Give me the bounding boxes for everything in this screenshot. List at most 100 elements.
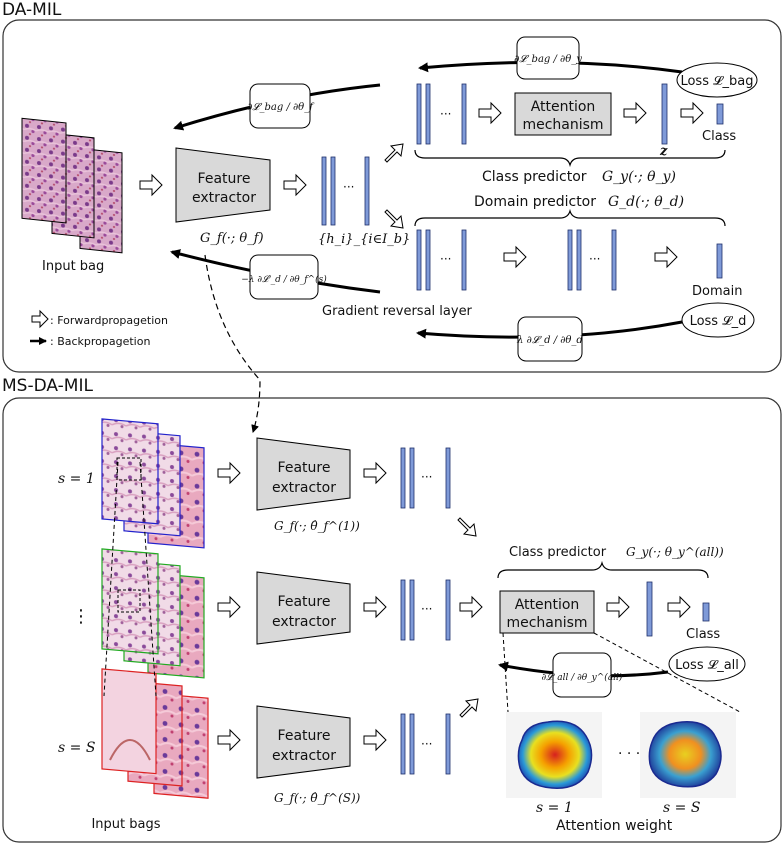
class-output-vector [716,103,724,125]
svg-text:···: ··· [589,252,600,266]
attention-mechanism-bottom: Attention mechanism [499,590,595,634]
forward-arrow-icon [457,517,477,537]
forward-arrow-icon [680,101,704,125]
svg-text:···: ··· [440,252,451,266]
legend-forward-icon [31,309,49,329]
grad-all-box: ∂𝓛_all / ∂θ_y^(all) [542,652,623,698]
attention-label-1: Attention [531,99,596,115]
domain-predictor-fn: G_d(·; θ_d) [608,194,684,210]
class-predictor-label-bottom: Class predictor [509,545,607,560]
input-bag-scale-S [101,668,209,799]
attn-sS-label: s = S [663,800,700,816]
forward-arrow-icon [667,595,691,619]
grad-d-theta-d: λ ∂𝓛_d / ∂θ_d [516,335,583,346]
z-vector [661,83,668,145]
class-predictor-fn-bottom: G_y(·; θ_y^(all)) [626,545,724,559]
attention-guide-line [502,632,509,713]
feature-vectors-h: ··· [321,156,370,226]
domain-output-vector [716,243,723,279]
scale-first-label: s = 1 [58,471,95,487]
gradient-reversal-label: Gradient reversal layer [322,304,473,319]
z-vector-bottom [646,581,653,637]
forward-arrow-icon [217,461,241,485]
feature-extractor-label-2: extractor [192,190,256,206]
scale-dots-label: ⋮ [72,606,90,627]
legend-back: : Backpropagetion [50,335,150,348]
svg-text:···: ··· [421,602,432,616]
class-output-vector-bottom [702,602,710,622]
grad-all: ∂𝓛_all / ∂θ_y^(all) [542,672,623,683]
zoom-region [117,589,141,613]
forward-arrow-icon [654,245,678,269]
domain-label: Domain [692,284,742,299]
feature-extractor-label-1: Feature [198,171,251,187]
loss-all-ellipse: Loss 𝓛_all [668,646,746,682]
loss-all-label: Loss 𝓛_all [675,658,739,673]
feature-extractor-label-1: Feature [278,460,331,476]
grad-bag-theta-f: ∂𝓛_bag / ∂θ_f [247,102,315,113]
svg-text:···: ··· [343,180,354,194]
forward-arrow-icon [217,728,241,752]
attention-weight-label: Attention weight [556,818,673,834]
gf-scale-1-label: G_f(·; θ̂_f^(1)) [274,519,360,533]
loss-d-label: Loss 𝓛_d [690,314,747,329]
scale-last-label: s = S [58,740,95,756]
attention-label-1: Attention [515,597,580,613]
class-predictor-fn: G_y(·; θ_y) [602,169,676,185]
gf-scale-S-label: G_f(·; θ̂_f^(S)) [274,791,361,805]
feature-vectors-scale-S: ··· [400,713,451,775]
input-bag-stack [21,117,123,254]
attention-dots: · · · [618,746,640,762]
forward-arrow-icon [283,173,307,197]
feature-extractor-scale-S: Feature extractor [256,705,351,779]
svg-text:···: ··· [421,470,432,484]
forward-arrow-icon [459,595,483,619]
input-bag-label: Input bag [42,259,104,274]
grad-bag-theta-y-box: ∂𝓛_bag / ∂θ_y [514,36,582,80]
attn-s1-label: s = 1 [536,800,573,816]
svg-text:···: ··· [440,107,451,121]
forward-arrow-icon [384,209,404,229]
feature-extractor-top: Feature extractor [175,147,271,223]
loss-bag-label: Loss 𝓛_bag [680,74,753,89]
feature-extractor-label-1: Feature [278,594,331,610]
legend-forward: : Forwardpropagetion [50,314,168,327]
loss-bag-ellipse: Loss 𝓛_bag [676,62,758,98]
forward-arrow-icon [363,461,387,485]
svg-text:···: ··· [421,737,432,751]
input-bag-scale-2 [101,548,205,679]
class-predictor-vectors: ··· [416,83,467,145]
zoom-region [116,457,142,481]
class-predictor-brace [414,149,726,168]
forward-arrow-icon [217,595,241,619]
input-bags-label: Input bags [91,817,160,832]
forward-arrow-icon [623,101,647,125]
bottom-panel-frame [2,397,782,843]
forward-arrow-icon [139,173,163,197]
z-label: z [659,144,668,159]
attention-heatmap-scale-1 [506,712,602,798]
attention-mechanism-top: Attention mechanism [514,92,612,136]
domain-predictor-brace [414,208,726,227]
feature-vectors-scale-2: ··· [400,579,451,641]
feature-vectors-scale-1: ··· [400,447,451,509]
forward-arrow-icon [606,595,630,619]
gf-label: G_f(·; θ_f) [200,231,264,246]
domain-predictor-vectors: ··· ··· [416,229,617,291]
grad-d-theta-d-box: λ ∂𝓛_d / ∂θ_d [516,316,583,362]
loss-d-ellipse: Loss 𝓛_d [681,302,755,338]
attention-label-2: mechanism [522,117,603,133]
top-section-title: DA-MIL [2,0,62,20]
top-panel-frame [2,19,782,373]
input-bag-scale-1 [101,418,205,549]
forward-arrow-icon [363,728,387,752]
forward-arrow-icon [384,143,404,163]
grad-bag-theta-f-box: ∂𝓛_bag / ∂θ_f [247,83,315,129]
h-label: {h_i}_{i∈I_b} [318,232,410,247]
feature-extractor-label-1: Feature [278,728,331,744]
grad-bag-theta-y: ∂𝓛_bag / ∂θ_y [514,54,582,65]
grad-d-theta-f: −λ ∂𝓛′_d / ∂θ_f^(s) [241,274,327,285]
attention-label-2: mechanism [506,615,587,631]
feature-extractor-label-2: extractor [272,480,336,496]
